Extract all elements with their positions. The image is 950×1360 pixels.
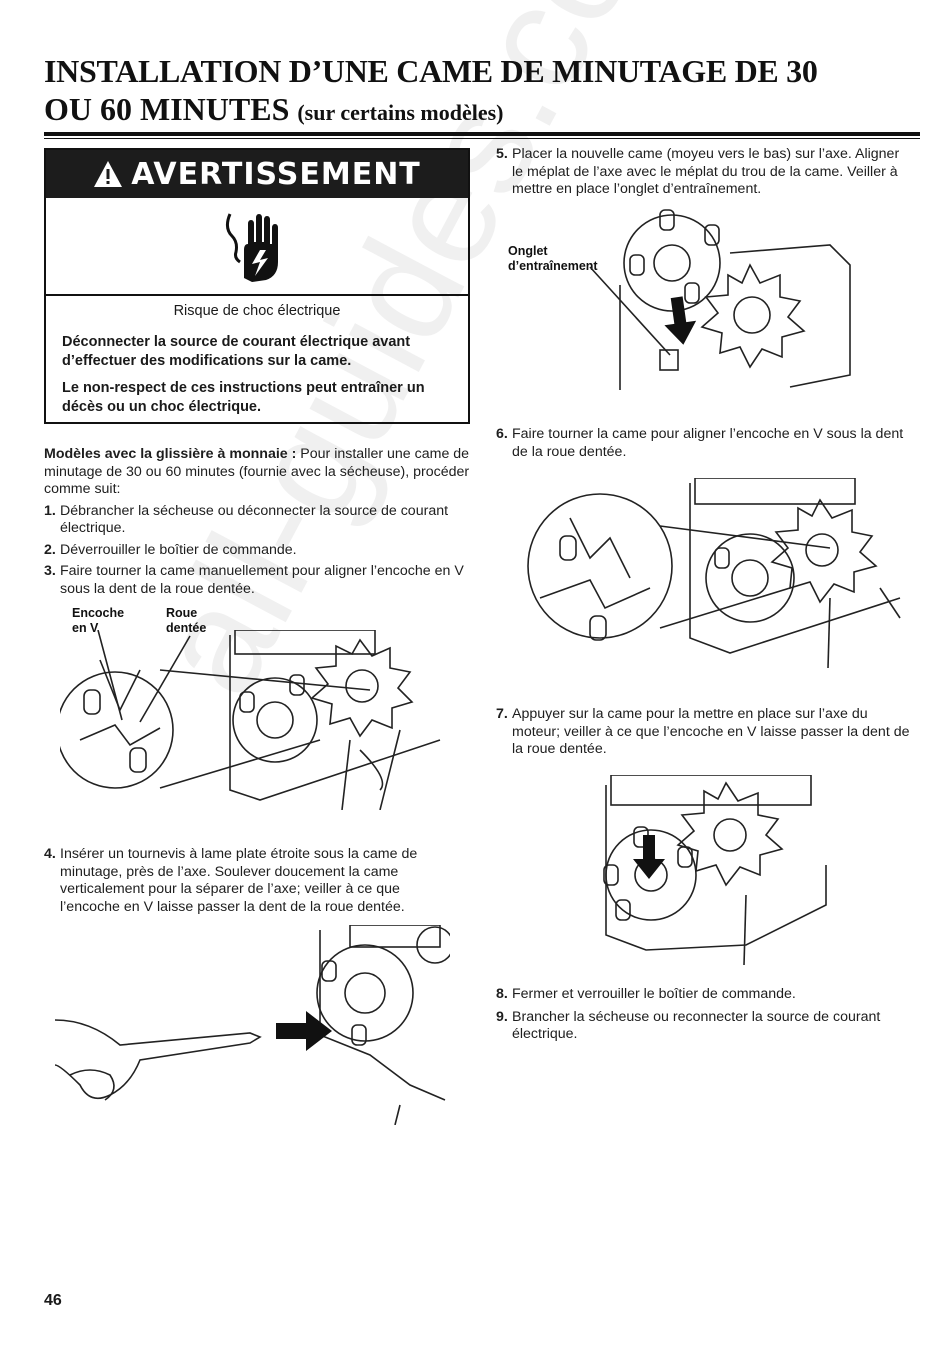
figure-step-3 <box>60 630 441 810</box>
step-text: Appuyer sur la came pour la mettre en pl… <box>512 706 910 757</box>
warning-risk: Risque de choc électrique <box>173 303 341 319</box>
left-column-step-4: 4.Insérer un tournevis à lame plate étro… <box>44 846 454 920</box>
step-4: 4.Insérer un tournevis à lame plate étro… <box>44 846 454 916</box>
step-number: 2. <box>44 541 56 558</box>
step-number: 3. <box>44 563 56 579</box>
figure-step-6 <box>527 478 901 669</box>
step-number: 7. <box>496 706 508 722</box>
step-text: Faire tourner la came manuellement pour … <box>60 563 464 597</box>
intro-paragraph: Modèles avec la glissière à monnaie : Po… <box>44 446 470 499</box>
right-column-step-7: 7.Appuyer sur la came pour la mettre en … <box>496 706 912 763</box>
step-8: 8.Fermer et verrouiller le boîtier de co… <box>496 986 912 1004</box>
intro-text: Pour installer une came de minutage de 3… <box>44 446 470 497</box>
warning-icon-area <box>46 198 468 296</box>
electric-shock-hand-icon <box>225 213 278 282</box>
figure-step-5 <box>589 209 851 390</box>
step-text: Débrancher la sécheuse ou déconnecter la… <box>60 502 449 537</box>
step-9: 9.Brancher la sécheuse ou reconnecter la… <box>496 1009 912 1044</box>
step-5: 5.Placer la nouvelle came (moyeu vers le… <box>496 146 912 199</box>
step-text: Fermer et verrouiller le boîtier de comm… <box>512 986 796 1002</box>
label-line: Roue <box>166 606 198 620</box>
title-rule-thin <box>44 138 920 139</box>
label-line: en V <box>72 621 99 635</box>
step-number: 4. <box>44 846 56 862</box>
step-number: 8. <box>496 986 508 1002</box>
title-line2-sub: (sur certains modèles) <box>297 100 504 125</box>
step-text: Déverrouiller le boîtier de commande. <box>60 541 297 558</box>
label-line: dentée <box>166 621 207 635</box>
right-column-steps-8-9: 8.Fermer et verrouiller le boîtier de co… <box>496 986 912 1048</box>
warning-triangle-icon <box>94 161 123 187</box>
step-7: 7.Appuyer sur la came pour la mettre en … <box>496 706 912 759</box>
step-2: 2.Déverrouiller le boîtier de commande. <box>44 542 470 560</box>
warning-box: AVERTISSEMENT Risque de choc électrique … <box>44 148 470 424</box>
figure-step-7 <box>603 775 827 965</box>
step-number: 5. <box>496 146 508 162</box>
step-number: 6. <box>496 426 508 442</box>
step-text: Insérer un tournevis à lame plate étroit… <box>60 846 418 915</box>
left-column-intro: Modèles avec la glissière à monnaie : Po… <box>44 446 470 602</box>
step-1: 1.Débrancher la sécheuse ou déconnecter … <box>44 503 470 538</box>
label-line: Onglet <box>508 244 548 258</box>
title-rule <box>44 132 920 136</box>
warning-body: Risque de choc électrique Déconnecter la… <box>46 296 468 417</box>
step-number: 1. <box>44 502 56 519</box>
right-column-step-6: 6.Faire tourner la came pour aligner l’e… <box>496 426 912 465</box>
right-column-step-5: 5.Placer la nouvelle came (moyeu vers le… <box>496 146 912 203</box>
step-6: 6.Faire tourner la came pour aligner l’e… <box>496 426 912 461</box>
step-text: Placer la nouvelle came (moyeu vers le b… <box>512 146 900 197</box>
warning-heading: AVERTISSEMENT <box>131 156 421 192</box>
title-line1: INSTALLATION D’UNE CAME DE MINUTAGE DE 3… <box>44 53 818 89</box>
warning-paragraph-1: Déconnecter la source de courant électri… <box>62 334 411 369</box>
step-3: 3.Faire tourner la came manuellement pou… <box>44 563 470 598</box>
title-line2: OU 60 MINUTES (sur certains modèles) <box>44 90 924 132</box>
label-line: Encoche <box>72 606 125 620</box>
step-text: Brancher la sécheuse ou reconnecter la s… <box>512 1008 881 1043</box>
label-line: d’entraînement <box>508 259 598 273</box>
page-number: 46 <box>44 1292 62 1309</box>
warning-header: AVERTISSEMENT <box>46 150 468 198</box>
page-title: INSTALLATION D’UNE CAME DE MINUTAGE DE 3… <box>44 52 924 132</box>
figure-step-4 <box>54 925 450 1125</box>
warning-paragraph-2: Le non-respect de ces instructions peut … <box>62 380 425 415</box>
title-line2-main: OU 60 MINUTES <box>44 91 290 127</box>
step-text: Faire tourner la came pour aligner l’enc… <box>512 426 904 460</box>
intro-bold: Modèles avec la glissière à monnaie : <box>44 446 297 462</box>
step-number: 9. <box>496 1008 508 1025</box>
